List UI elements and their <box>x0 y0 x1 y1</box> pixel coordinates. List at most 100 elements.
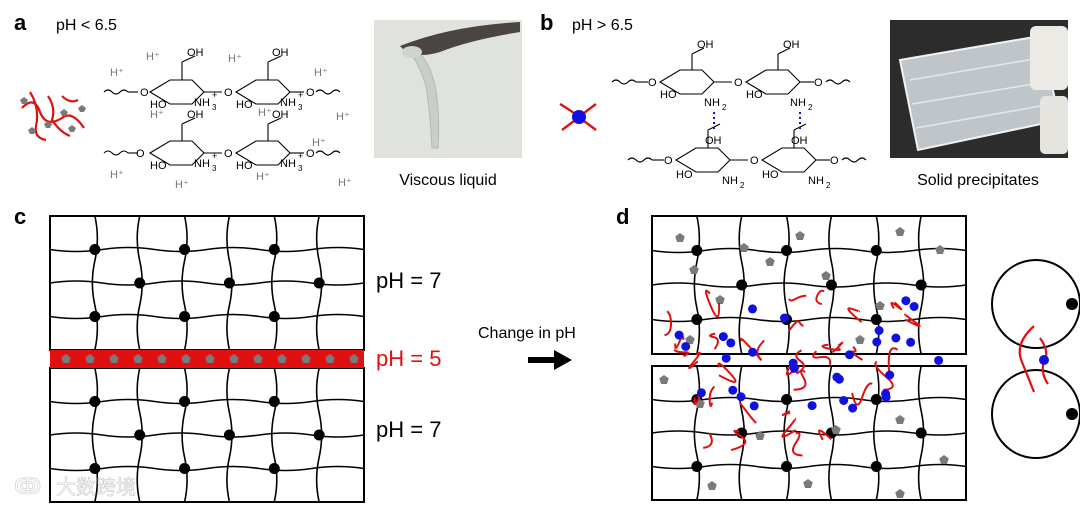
particle <box>61 354 71 363</box>
hydrogel-network-d <box>651 215 967 501</box>
crosslink-dot <box>268 463 280 474</box>
crosslink-dot <box>179 396 191 407</box>
chitosan-node <box>848 403 858 413</box>
particle <box>181 354 191 363</box>
particle <box>875 301 885 310</box>
hydroxyl-label: HO <box>660 89 677 101</box>
hydroxyl-label: HO <box>676 169 693 181</box>
chitosan-chain <box>851 382 873 406</box>
crosslink-dot <box>313 277 325 289</box>
polymer-strand <box>651 430 967 436</box>
chitosan-node <box>749 401 759 411</box>
particle <box>855 335 865 344</box>
chitosan-neutral-labels: O OH HO NH 2 O OH HO NH 2 O OH OH O HO N… <box>648 39 839 190</box>
oxygen-label: O <box>306 87 315 99</box>
chitosan-node <box>909 302 919 311</box>
particle <box>739 243 749 252</box>
chitosan-node <box>901 296 911 306</box>
chitosan-neutral-structure <box>611 47 867 173</box>
polymer-strand <box>181 367 188 503</box>
proton-label: H⁺ <box>228 53 242 65</box>
oxygen-label: O <box>734 77 743 89</box>
particle <box>831 425 841 434</box>
polymer-strand <box>49 280 365 286</box>
charge-label: + <box>212 151 217 161</box>
ammonium-label: NH <box>194 97 210 109</box>
proton-label: H⁺ <box>146 51 160 63</box>
chitosan-node <box>780 313 789 323</box>
panel-d-letter: d <box>616 204 629 229</box>
chitosan-chain <box>850 346 863 361</box>
chitosan-node <box>674 330 684 340</box>
polymer-strand <box>651 463 967 470</box>
chitosan-node <box>696 388 706 398</box>
crosslink-dot <box>691 461 703 472</box>
viscous-liquid-caption: Viscous liquid <box>399 172 497 189</box>
crosslink-dot <box>89 463 101 474</box>
crosslink-dot <box>179 244 191 255</box>
chitosan-chain <box>788 294 807 302</box>
panel-b-condition: pH > 6.5 <box>572 17 633 34</box>
crosslink-dot <box>691 245 703 256</box>
watermark: ↂ 大数跨境 <box>14 474 137 500</box>
chitosan-chain <box>890 301 903 311</box>
polymer-strand <box>872 365 880 501</box>
crosslink-dot <box>268 244 280 255</box>
chitosan-node <box>748 304 757 314</box>
polymer-strand <box>91 367 99 503</box>
charge-label: + <box>298 151 303 161</box>
chitosan-chain <box>739 402 757 424</box>
chitosan-node <box>726 338 736 348</box>
chitosan-protonated-labels: O OH HO NH 3 + O OH HO NH 3 + O O OH HO … <box>136 47 315 173</box>
particle <box>133 354 143 363</box>
crosslink-dot <box>134 277 146 289</box>
particle <box>821 271 831 280</box>
panel-b-letter: b <box>540 10 553 35</box>
particle <box>349 354 359 363</box>
hydroxyl-label: HO <box>236 160 253 172</box>
oxygen-label: O <box>814 77 823 89</box>
particle <box>895 415 905 424</box>
oxygen-label: O <box>648 77 657 89</box>
polymer-strand <box>49 398 365 405</box>
ammonium-label: NH <box>194 158 210 170</box>
crosslink-dot <box>223 429 235 441</box>
chitosan-node <box>834 374 844 384</box>
crosslink-dot <box>179 311 191 322</box>
chitosan-node <box>845 350 854 360</box>
chitosan-chain <box>688 351 701 370</box>
particle <box>675 233 685 242</box>
subscript-label: 2 <box>826 181 831 190</box>
chitosan-node <box>881 392 891 402</box>
crosslink-dot <box>268 311 280 322</box>
chitosan-node <box>906 337 916 347</box>
particle <box>229 354 239 363</box>
proton-label: H⁺ <box>314 67 328 79</box>
panel-a-letter: a <box>14 10 27 35</box>
chitosan-chain <box>815 289 825 306</box>
amine-label: NH <box>722 175 738 187</box>
particle <box>157 354 167 363</box>
hydroxyl-label: HO <box>236 99 253 111</box>
chitosan-node <box>885 370 895 380</box>
polymer-strand <box>49 432 365 438</box>
crosslink-dot <box>825 279 837 291</box>
polymer-strand <box>651 247 967 254</box>
chitosan-chain <box>709 332 719 350</box>
charge-label: + <box>212 90 217 100</box>
hydroxyl-label: OH <box>187 109 204 121</box>
polymer-strand <box>49 465 365 472</box>
chitosan-chain <box>704 289 721 318</box>
crosslink-dot <box>915 279 927 291</box>
polymer-strand <box>270 367 278 503</box>
panel-a-condition: pH < 6.5 <box>56 17 117 34</box>
hydroxyl-label: HO <box>150 99 167 111</box>
crosslink-dot <box>870 394 882 405</box>
subscript-label: 3 <box>212 103 217 112</box>
particle <box>715 295 725 304</box>
polymer-strand <box>49 313 365 320</box>
polymer-strand <box>49 246 365 253</box>
chitosan-chain <box>904 313 921 328</box>
chitosan-node <box>728 385 738 395</box>
arrow-head-icon <box>554 350 572 370</box>
